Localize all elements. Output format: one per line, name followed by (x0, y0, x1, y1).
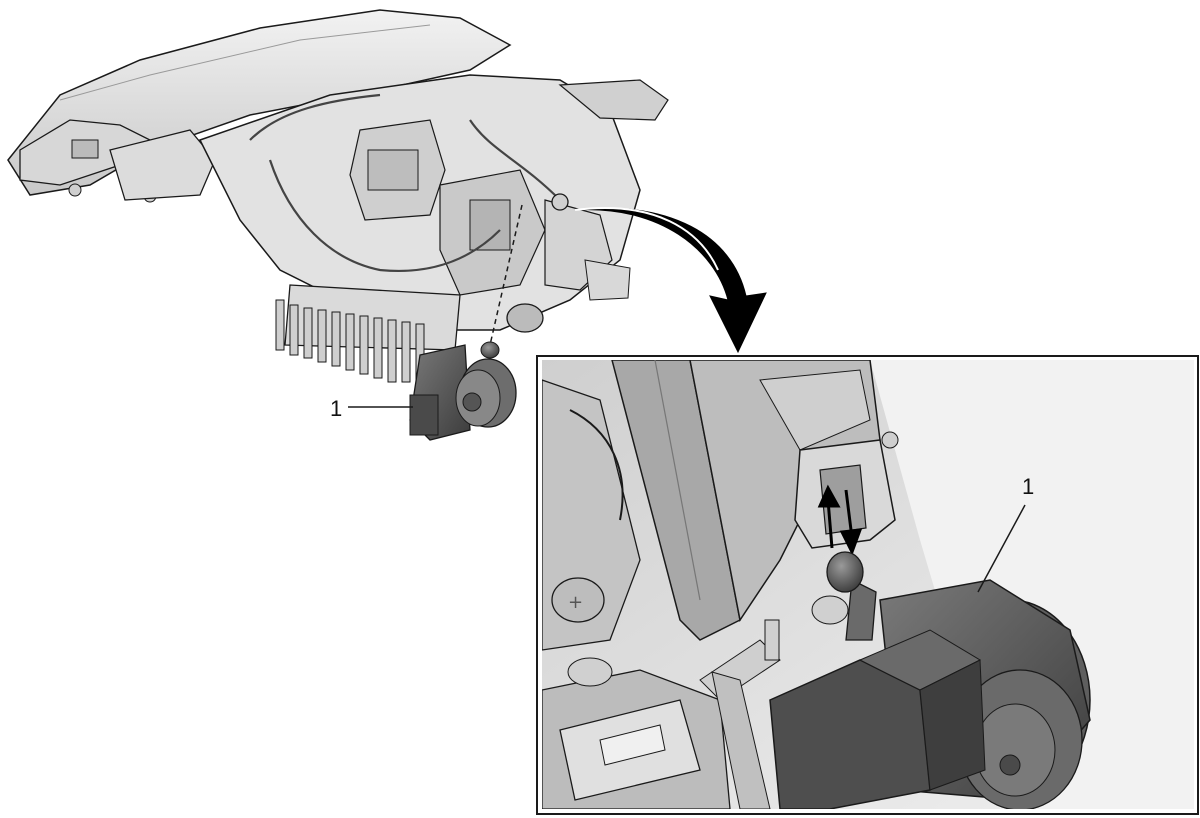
svg-text:+: + (568, 592, 583, 613)
housing-strut (611, 360, 741, 641)
heat-sink (275, 284, 461, 383)
detail-view: + (536, 355, 1199, 815)
zoom-arrow (574, 207, 767, 354)
leveling-actuator-detail (769, 551, 1091, 809)
alignment-line (489, 204, 523, 346)
callout-detail: 1 (977, 474, 1034, 593)
callout-label: 1 (330, 396, 342, 421)
callout-label-detail: 1 (1022, 474, 1034, 499)
engage-arrows (817, 484, 863, 556)
leveling-actuator-overview (409, 341, 517, 441)
headlamp-assembly (7, 9, 669, 383)
callout-overview: 1 (330, 396, 413, 421)
wiring-harness (249, 93, 561, 272)
